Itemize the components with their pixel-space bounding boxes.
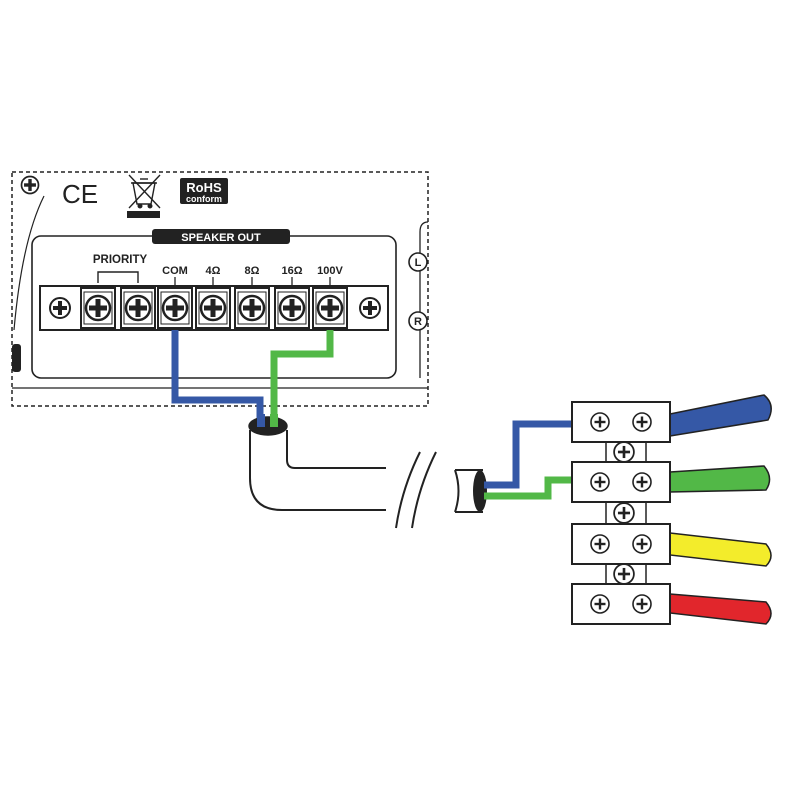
terminal-8ohm: [233, 286, 271, 330]
mounting-screw-icon: [20, 175, 40, 195]
terminal-label-4ohm: 4Ω: [206, 265, 221, 277]
block-segment-2: [571, 461, 671, 503]
wire-green-to-block: [484, 476, 585, 500]
terminal-priority-2: [119, 286, 157, 330]
weee-bar: [127, 211, 160, 218]
end-post-right-icon: [359, 297, 381, 319]
block-segment-3: [571, 523, 671, 565]
terminal-com: [156, 286, 194, 330]
weee-bin-icon: [128, 174, 161, 209]
right-side-housing: [419, 221, 429, 378]
terminal-label-100v: 100V: [317, 265, 343, 277]
priority-label: PRIORITY: [93, 254, 148, 266]
panel-outline: [11, 171, 429, 407]
block-segment-1: [571, 401, 671, 443]
end-post-left-icon: [49, 297, 71, 319]
cable-break-icon: [395, 451, 437, 529]
wire-blue-to-block: [484, 420, 585, 489]
amplifier-rear-panel: CE RoHS conform SPEAKER OUT PRIORITY COM…: [11, 171, 429, 407]
priority-bracket: [97, 271, 139, 283]
jack-l-icon: L: [408, 252, 428, 272]
speaker-out-title-bg: [152, 229, 290, 244]
wire-blue-out: [669, 394, 772, 437]
panel-left-curve: [13, 195, 45, 331]
terminal-priority-1: [79, 286, 117, 330]
wire-yellow-out: [669, 532, 772, 567]
terminal-label-com: COM: [162, 265, 188, 277]
svg-text:L: L: [415, 257, 422, 269]
wire-green-out: [669, 465, 771, 493]
cable-end-right: [454, 469, 487, 513]
terminal-connector-block: [571, 401, 671, 625]
wire-blue-com: [171, 330, 264, 418]
jack-r-icon: R: [408, 311, 428, 331]
svg-text:R: R: [414, 316, 422, 328]
panel-left-tab: [12, 344, 21, 372]
terminal-100v: [311, 286, 349, 330]
wire-green-100v: [270, 330, 334, 418]
terminal-16ohm: [273, 286, 311, 330]
block-fixing-screw-icon: [613, 563, 635, 585]
speaker-cable: [248, 414, 386, 511]
terminal-label-16ohm: 16Ω: [281, 265, 302, 277]
cable-end-top: [248, 416, 288, 436]
block-fixing-screw-icon: [613, 441, 635, 463]
svg-text:conform: conform: [186, 194, 222, 204]
block-fixing-screw-icon: [613, 502, 635, 524]
wire-red-out: [669, 593, 772, 625]
speaker-out-title: SPEAKER OUT: [181, 232, 261, 244]
terminal-4ohm: [194, 286, 232, 330]
block-segment-4: [571, 583, 671, 625]
svg-text:RoHS: RoHS: [186, 180, 222, 195]
ce-mark-icon: CE: [62, 179, 98, 209]
rohs-badge-icon: RoHS conform: [180, 178, 228, 204]
terminal-label-8ohm: 8Ω: [245, 265, 260, 277]
